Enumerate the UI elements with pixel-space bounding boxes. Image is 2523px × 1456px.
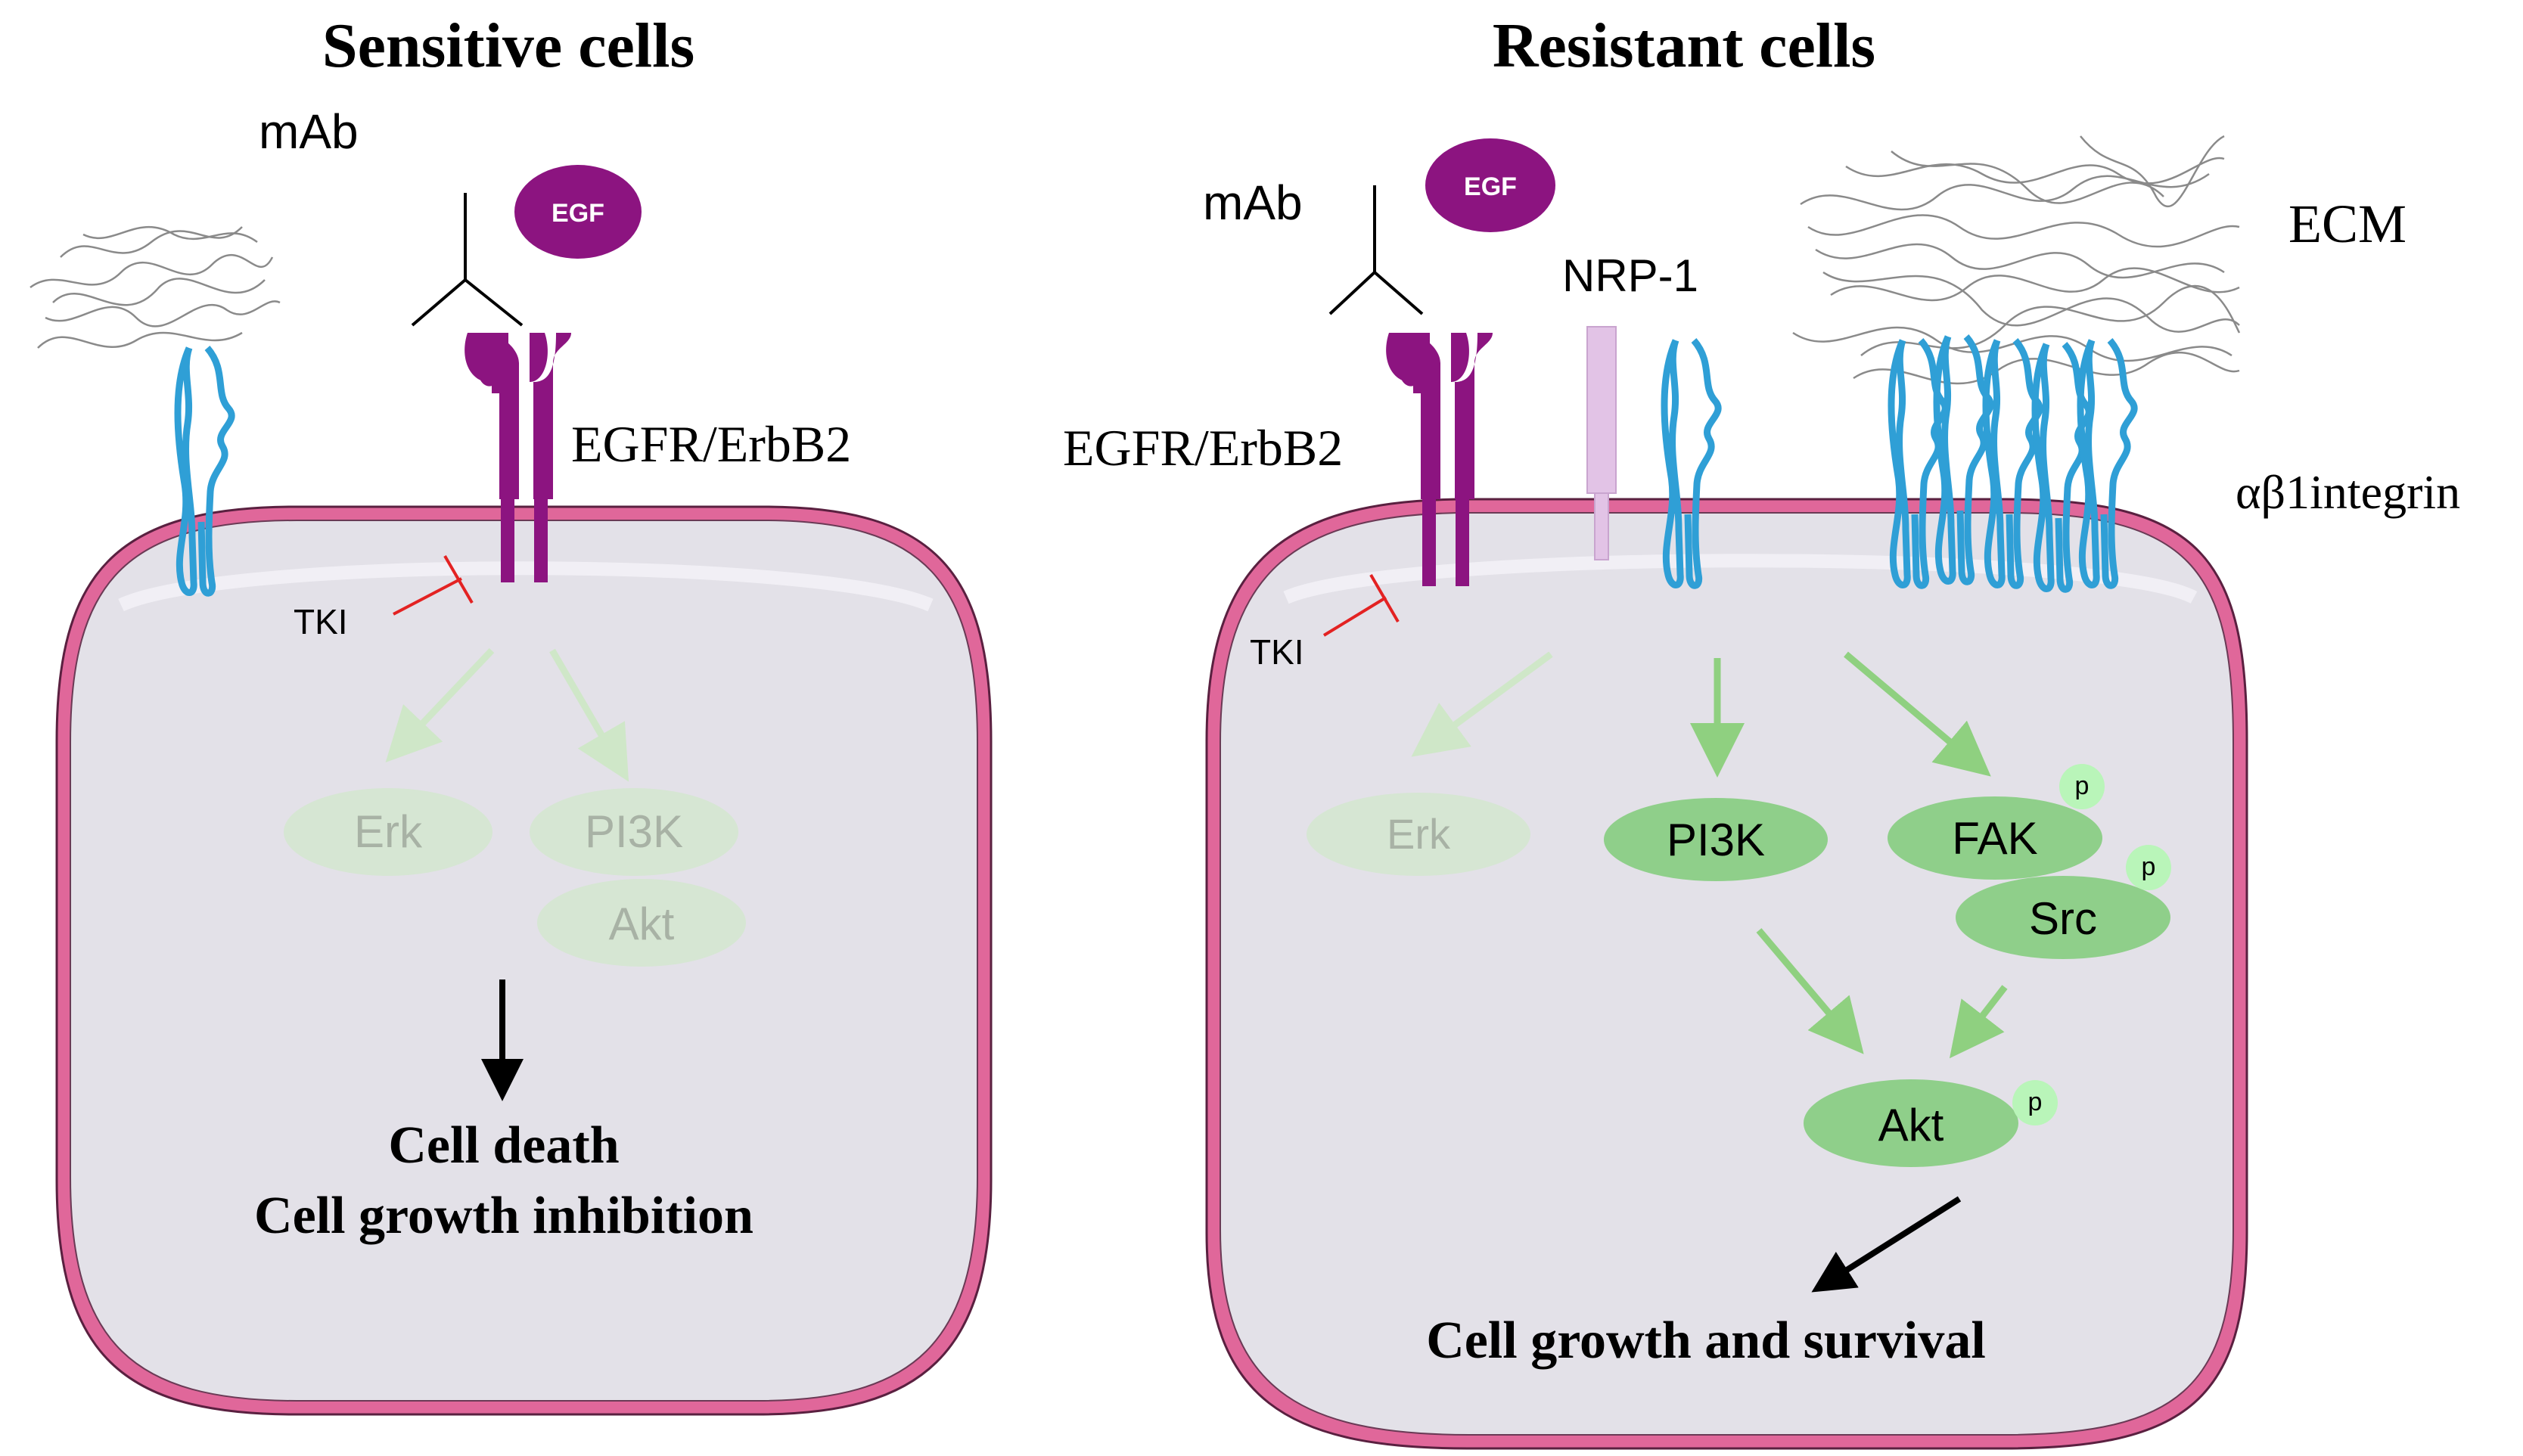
sensitive-arrow-to-pi3k [549,648,629,782]
resistant-fak-node [1888,796,2102,880]
sensitive-title: Sensitive cells [322,11,694,81]
src-phospho-label: p [2142,852,2156,881]
resistant-nrp1-label: NRP-1 [1562,250,1698,301]
resistant-integrin-label: αβ1integrin [2236,465,2460,519]
resistant-tki-label: TKI [1250,632,1304,672]
sensitive-egfr-label: EGFR/ErbB2 [571,415,851,473]
sensitive-mab-icon [411,193,524,327]
resistant-src-node [1956,876,2170,959]
resistant-arrow-to-erk [1411,651,1553,757]
sensitive-cell-cytoplasm [70,520,978,1402]
resistant-egfr-receptor [1384,333,1493,586]
resistant-egfr-label: EGFR/ErbB2 [1063,419,1343,477]
resistant-ecm-fibers [1792,135,2241,385]
fak-phospho-badge: p [2059,764,2105,809]
sensitive-cell-panel: Sensitive cells mAb EGF [30,11,993,1416]
resistant-erk-node [1307,793,1530,876]
sensitive-egfr-receptor [463,333,571,582]
resistant-outcome: Cell growth and survival [1426,1312,1986,1370]
sensitive-pi3k-node [530,788,738,876]
sensitive-arrow-to-erk [385,647,495,763]
resistant-mab-icon [1328,185,1424,315]
sensitive-tki-inhibition [393,554,474,616]
resistant-nrp1-receptor [1586,326,1617,560]
sensitive-egf-label: EGF [552,199,604,228]
resistant-arrow-to-fak [1844,651,1991,777]
resistant-akt-label: Akt [1878,1100,1944,1150]
resistant-fak-label: FAK [1952,813,2037,864]
resistant-pi3k-label: PI3K [1667,815,1765,865]
akt-phospho-label: p [2028,1088,2043,1116]
resistant-src-label: Src [2029,893,2097,944]
fak-phospho-label: p [2075,771,2090,800]
resistant-outcome-arrow [1811,1196,1962,1293]
sensitive-outcome-line1: Cell death [388,1116,619,1175]
resistant-egf-label: EGF [1464,172,1517,201]
resistant-cell-cytoplasm [1220,512,2234,1436]
src-phospho-badge: p [2126,845,2171,890]
resistant-erk-label: Erk [1387,810,1451,858]
resistant-ecm-label: ECM [2288,194,2406,254]
sensitive-akt-node [537,879,746,967]
resistant-egf-ligand: EGF [1425,138,1555,232]
resistant-arrow-src-to-akt [1949,985,2008,1059]
sensitive-pi3k-label: PI3K [585,806,683,857]
resistant-tki-inhibition [1322,573,1400,637]
sensitive-egf-ligand: EGF [514,165,642,259]
resistant-title: Resistant cells [1493,11,1875,81]
resistant-akt-node [1804,1079,2018,1167]
resistant-cell-panel: Resistant cells mAb EGF NRP-1 ECM [1063,11,2460,1450]
resistant-arrow-pi3k-to-akt [1756,928,1864,1054]
sensitive-erk-node [284,788,492,876]
resistant-pi3k-node [1604,798,1828,881]
sensitive-mab-label: mAb [259,104,359,159]
akt-phospho-badge: p [2012,1080,2058,1125]
sensitive-tki-label: TKI [294,602,348,641]
sensitive-akt-label: Akt [609,899,675,949]
resistant-mab-label: mAb [1203,175,1303,230]
sensitive-ecm-fibers [30,225,281,349]
sensitive-outcome-line2: Cell growth inhibition [254,1187,753,1245]
sensitive-erk-label: Erk [354,806,423,857]
